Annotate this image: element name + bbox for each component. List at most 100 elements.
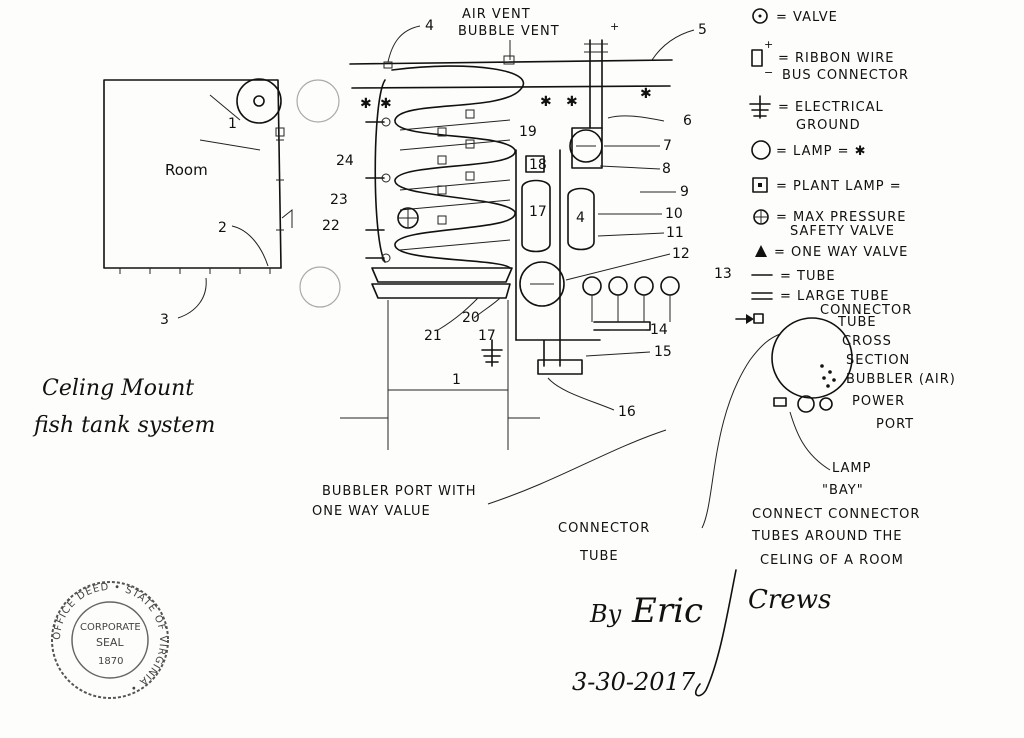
callout-14: 14 bbox=[650, 322, 668, 338]
connect-note-2: TUBES AROUND THE bbox=[751, 529, 902, 544]
riser-column bbox=[515, 149, 561, 341]
signature-by: By bbox=[589, 600, 622, 628]
coil-lamp-3 bbox=[437, 185, 447, 195]
valve-1 bbox=[381, 117, 391, 127]
ceiling-tube-bottom bbox=[351, 85, 671, 89]
legend-ribbon-1: = RIBBON WIRE bbox=[778, 51, 895, 66]
tank-17-label: 17 bbox=[529, 204, 547, 220]
callout-6: 6 bbox=[683, 113, 692, 129]
callout-24: 24 bbox=[336, 153, 354, 169]
tank-17 bbox=[521, 179, 551, 253]
tank-assembly: AIR VENT BUBBLE VENT 4 5 ✱ ✱ ✱ ✱ ✱ bbox=[322, 7, 732, 450]
bus-plus-top: + bbox=[610, 20, 619, 33]
legend-ground-icon bbox=[749, 95, 771, 119]
callout-5-leader bbox=[651, 29, 695, 61]
cross-section-arrowhead bbox=[746, 314, 754, 324]
callout-22: 22 bbox=[322, 218, 340, 234]
room-label: Room bbox=[165, 161, 208, 179]
connect-note-1: CONNECT CONNECTOR bbox=[752, 507, 920, 522]
callout-15: 15 bbox=[654, 344, 672, 360]
top-valve bbox=[383, 61, 393, 69]
signature-last-name: Crews bbox=[748, 585, 831, 615]
vertical-pipe bbox=[589, 39, 603, 129]
seal-center-line-1: CORPORATE bbox=[80, 622, 141, 633]
lamp-bay-line-2: "BAY" bbox=[822, 483, 864, 498]
callout-4-leader bbox=[387, 25, 421, 63]
room-wall-port bbox=[275, 127, 285, 137]
bubbler-port-line-1: BUBBLER PORT WITH bbox=[322, 484, 477, 499]
valve-4 bbox=[381, 253, 391, 263]
dimension-label: 1 bbox=[452, 372, 461, 388]
callout-4-top: 4 bbox=[425, 18, 434, 34]
lamp-star-2: ✱ bbox=[380, 96, 392, 112]
lamp-star-4: ✱ bbox=[566, 94, 578, 110]
corporate-seal: OFFICE DEED • STATE OF VIRGINIA • CORPOR… bbox=[51, 581, 169, 699]
connector-tube-leader bbox=[701, 333, 781, 529]
base-tray-2 bbox=[371, 283, 511, 299]
lamp-star-1: ✱ bbox=[360, 96, 372, 112]
electrical-ground bbox=[481, 339, 503, 367]
legend-valve-icon bbox=[752, 8, 768, 24]
room-floor-ticks bbox=[119, 268, 271, 274]
dimension-extenders bbox=[387, 300, 509, 450]
callout-21: 21 bbox=[424, 328, 442, 344]
legend-safety-valve-cross bbox=[754, 210, 768, 224]
coil-left-wall bbox=[374, 79, 386, 263]
pipe-cap bbox=[584, 43, 608, 53]
legend-ribbon-minus: − bbox=[764, 66, 773, 79]
legend-large-tube-2: CONNECTOR bbox=[820, 303, 912, 318]
lamp-bus bbox=[593, 321, 651, 331]
legend-lamp-icon bbox=[751, 140, 771, 160]
legend-plant-lamp: = PLANT LAMP = bbox=[776, 179, 902, 194]
signature-date: 3-30-2017 bbox=[572, 668, 696, 696]
legend-large-tube-1: = LARGE TUBE bbox=[780, 289, 890, 304]
seal-center-line-2: SEAL bbox=[96, 636, 124, 649]
callout-23: 23 bbox=[330, 192, 348, 208]
bubbler-dot-1 bbox=[820, 364, 824, 368]
connector-tube-line-2: TUBE bbox=[579, 549, 619, 564]
callout-7: 7 bbox=[663, 138, 672, 154]
caption-line-1: Celing Mount bbox=[42, 376, 194, 401]
connect-note-3: CELING OF A ROOM bbox=[760, 553, 904, 568]
legend-tube: = TUBE bbox=[780, 269, 836, 284]
callout-leaders-bottom bbox=[437, 297, 501, 331]
bubbler-dot-4 bbox=[832, 378, 836, 382]
callout-2-leader bbox=[231, 225, 269, 267]
coil-tube bbox=[391, 65, 525, 269]
power-port-line-2: PORT bbox=[876, 417, 914, 432]
coil-lamp-1 bbox=[437, 127, 447, 137]
callout-9: 9 bbox=[680, 184, 689, 200]
callout-3: 3 bbox=[160, 312, 169, 328]
callout-16: 16 bbox=[618, 404, 636, 420]
lamp-1 bbox=[582, 276, 602, 296]
lamp-bay-line-1: LAMP bbox=[832, 461, 872, 476]
coil-lamp-2 bbox=[437, 155, 447, 165]
cross-section-line-2: CROSS bbox=[842, 334, 892, 349]
cross-section-line-3: SECTION bbox=[846, 353, 910, 368]
callout-5: 5 bbox=[698, 22, 707, 38]
callout-10: 10 bbox=[665, 206, 683, 222]
bubbler-air-label: BUBBLER (AIR) bbox=[846, 372, 956, 387]
legend-one-way-icon bbox=[755, 245, 767, 257]
legend-lamp: = LAMP = ✱ bbox=[776, 144, 867, 159]
bottom-bus bbox=[537, 359, 583, 375]
legend-valve-dot bbox=[758, 14, 762, 18]
power-port-line-1: POWER bbox=[852, 394, 905, 409]
callout-13: 13 bbox=[714, 266, 732, 282]
callout-20: 20 bbox=[462, 310, 480, 326]
connector-tube-line-1: CONNECTOR bbox=[558, 521, 650, 536]
signature: By Eric Crews 3-30-2017 bbox=[572, 569, 831, 697]
callout-19: 19 bbox=[519, 124, 537, 140]
lamp-4 bbox=[660, 276, 680, 296]
tube-cross-section: TUBE CROSS SECTION BUBBLER (AIR) POWER P… bbox=[735, 313, 956, 568]
cross-section-line-1: TUBE bbox=[837, 315, 877, 330]
callout-2: 2 bbox=[218, 220, 227, 236]
pump-12 bbox=[519, 261, 565, 307]
signature-flourish bbox=[695, 569, 737, 697]
bubbler-port-line-2: ONE WAY VALUE bbox=[312, 504, 431, 519]
legend-max-pressure-2: SAFETY VALVE bbox=[790, 224, 895, 239]
tank-4 bbox=[567, 187, 595, 251]
room-tank-hub bbox=[253, 95, 265, 107]
